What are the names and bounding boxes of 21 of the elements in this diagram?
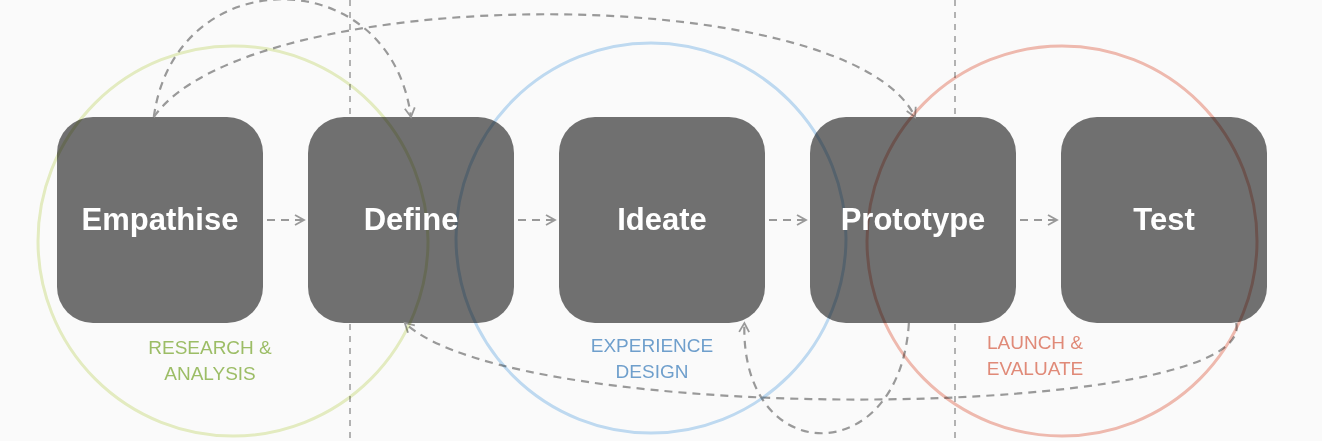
step-box (810, 117, 1016, 323)
step-label: Ideate (617, 202, 707, 238)
phase-label: LAUNCH & EVALUATE (985, 331, 1085, 381)
dashed-arrow (153, 13, 916, 118)
step-box (1061, 117, 1267, 323)
step-label: Prototype (840, 202, 986, 238)
step-label: Empathise (81, 202, 239, 238)
phase-label: EXPERIENCE DESIGN (589, 334, 715, 384)
step-box (57, 117, 263, 323)
step-label: Test (1133, 202, 1195, 238)
step-box (308, 117, 514, 323)
dashed-arrow (1020, 214, 1058, 226)
dashed-arrow (267, 214, 305, 226)
dashed-arrow (152, 0, 415, 118)
dashed-arrow (518, 214, 556, 226)
dashed-arrow (769, 214, 807, 226)
phase-label: RESEARCH & ANALYSIS (147, 336, 273, 386)
step-box (559, 117, 765, 323)
step-label: Define (363, 202, 459, 238)
dashed-arrow (739, 322, 910, 435)
dashed-arrow (403, 322, 1238, 401)
